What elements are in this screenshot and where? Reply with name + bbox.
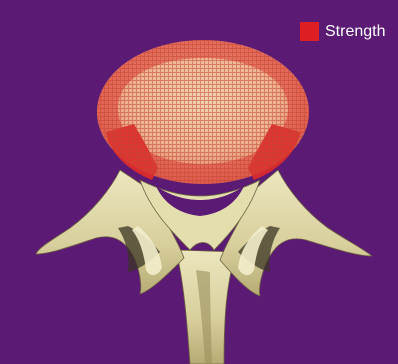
legend: Strength	[300, 22, 385, 41]
legend-label: Strength	[325, 24, 385, 40]
legend-swatch	[300, 22, 319, 41]
disc-grid-overlay	[97, 40, 309, 184]
